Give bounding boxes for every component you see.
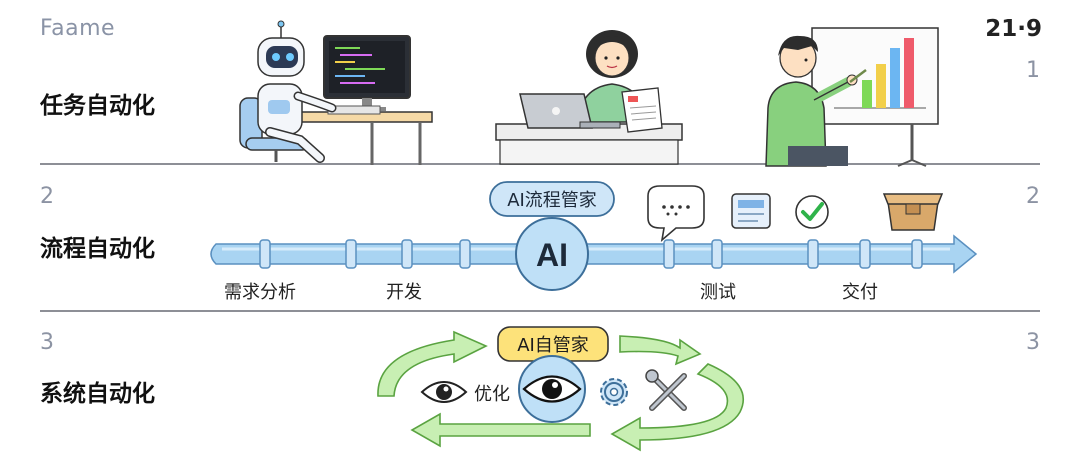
aspect-ratio-label: 21·9 [985, 16, 1042, 42]
optimize-label: 优化 [474, 384, 510, 405]
ai-hub-label: AI [536, 237, 568, 273]
stage-label-testing: 测试 [700, 282, 736, 303]
section-1-number: 1 [1026, 58, 1040, 83]
woman-at-laptop-illustration [495, 30, 683, 165]
gear-icon [600, 378, 628, 406]
section-2-number-right: 2 [1026, 184, 1040, 209]
section-3-number-left: 3 [40, 330, 54, 355]
wrench-screwdriver-icon [645, 369, 687, 411]
chat-bubble-icon [647, 185, 705, 243]
checkmark-icon [795, 195, 829, 229]
stage-label-delivery: 交付 [842, 282, 878, 303]
brand-logo-text: Faame [40, 16, 116, 41]
eye-icon [420, 381, 468, 403]
section-3-number-right: 3 [1026, 330, 1040, 355]
package-box-icon [882, 193, 944, 231]
stage-label-development: 开发 [386, 282, 422, 303]
presenter-with-chart-illustration [765, 27, 939, 167]
ai-process-badge-label: AI流程管家 [507, 190, 597, 211]
section-2-number-left: 2 [40, 184, 54, 209]
divider-2 [40, 310, 1040, 312]
section-3-title: 系统自动化 [40, 381, 155, 407]
ai-hub-circle [515, 217, 589, 291]
ai-process-badge-bg [489, 181, 615, 217]
ai-self-manager-badge-label: AI自管家 [517, 335, 589, 356]
process-milestone-markers [259, 239, 923, 269]
document-icon [731, 193, 771, 229]
stage-label-requirements: 需求分析 [224, 282, 296, 303]
section-1-title: 任务自动化 [40, 93, 155, 119]
section-2-title: 流程自动化 [40, 236, 155, 262]
central-eye-icon [518, 355, 586, 423]
system-cycle-arrows [377, 330, 745, 452]
robot-at-computer-illustration [239, 20, 433, 165]
